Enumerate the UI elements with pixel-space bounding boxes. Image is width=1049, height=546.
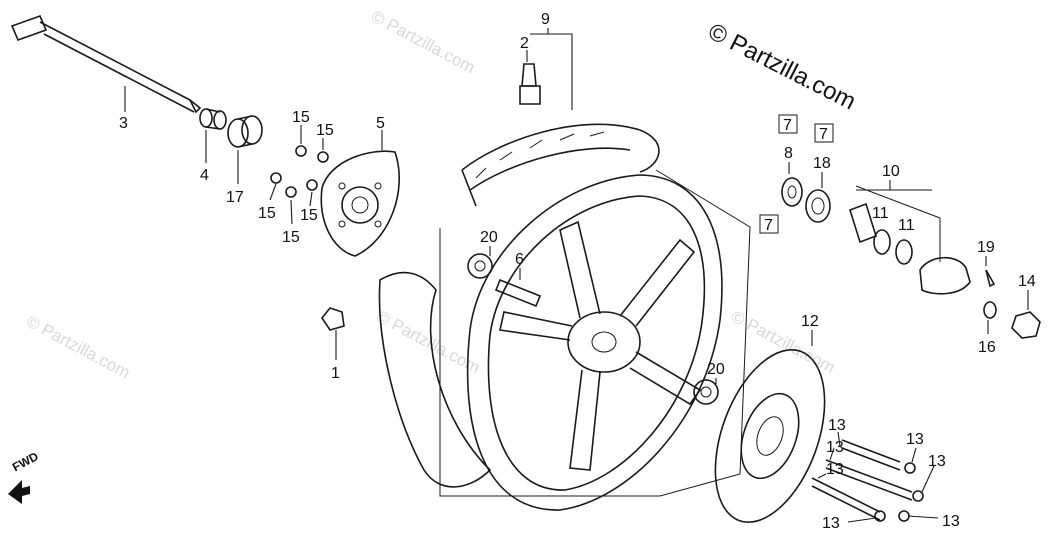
callout-10: 10 (882, 163, 900, 180)
brake-disc-part[interactable] (694, 335, 846, 537)
callout-6: 6 (515, 251, 524, 268)
callout-5: 5 (376, 115, 385, 132)
callout-13-f: 13 (928, 453, 946, 470)
collar-part[interactable] (199, 108, 227, 130)
watermark-top: © Partzilla.com (368, 7, 478, 78)
callout-13-d: 13 (822, 515, 840, 532)
callout-7-b: 7 (819, 126, 828, 143)
callout-11-b: 11 (898, 217, 915, 234)
callout-13-e: 13 (906, 431, 924, 448)
bolts-part[interactable] (811, 439, 924, 522)
callout-15-b: 15 (316, 122, 334, 139)
callout-18: 18 (813, 155, 831, 172)
callout-15-c: 15 (258, 205, 276, 222)
callout-1: 1 (331, 365, 340, 382)
gearbox-part[interactable] (849, 185, 971, 295)
bearing-left-part[interactable] (467, 253, 493, 279)
callout-13-b: 13 (826, 439, 844, 456)
callout-4: 4 (200, 167, 209, 184)
callout-labels: 3 4 17 15 15 15 15 15 5 1 2 9 20 6 20 12… (119, 11, 1036, 532)
callout-16: 16 (978, 339, 996, 356)
callout-20-a: 20 (480, 229, 498, 246)
axle-part[interactable] (10, 14, 202, 114)
valve-part[interactable] (519, 63, 541, 105)
callout-7-a: 7 (783, 117, 792, 134)
callout-9: 9 (541, 11, 550, 28)
leader-lines (124, 28, 1029, 523)
callout-15-a: 15 (292, 109, 310, 126)
callout-13-c: 13 (826, 461, 844, 478)
callout-7-c: 7 (764, 217, 773, 234)
dust-seal-part[interactable] (227, 115, 263, 148)
callout-15-d: 15 (300, 207, 318, 224)
distance-collar-part[interactable] (494, 278, 542, 308)
callout-13-a: 13 (828, 417, 846, 434)
bearing-right-part[interactable] (693, 379, 719, 405)
callout-15-e: 15 (282, 229, 300, 246)
wheel-assembly[interactable] (378, 123, 751, 511)
callout-11-a: 11 (872, 205, 889, 222)
speedometer-gear-part[interactable] (781, 177, 803, 207)
axle-nut-part[interactable] (1011, 311, 1041, 339)
hub-plate-part[interactable] (320, 150, 400, 257)
balance-weight-part[interactable] (321, 307, 345, 331)
nuts-part[interactable] (270, 145, 329, 198)
callout-17: 17 (226, 189, 244, 206)
callout-12: 12 (801, 313, 819, 330)
callout-13-g: 13 (942, 513, 960, 530)
callout-20-b: 20 (707, 361, 725, 378)
oil-seal-part[interactable] (805, 189, 831, 223)
callout-8: 8 (784, 145, 793, 162)
callout-14: 14 (1018, 273, 1036, 290)
watermark-center: © Partzilla.com (373, 307, 483, 378)
callout-19: 19 (977, 239, 995, 256)
cotter-pin-part[interactable] (985, 269, 996, 288)
fwd-arrow-icon (8, 480, 30, 504)
watermark-left: © Partzilla.com (23, 312, 133, 383)
callout-2: 2 (520, 35, 529, 52)
reference-boxes (759, 114, 834, 234)
callout-3: 3 (119, 115, 128, 132)
washer-part[interactable] (983, 301, 997, 319)
